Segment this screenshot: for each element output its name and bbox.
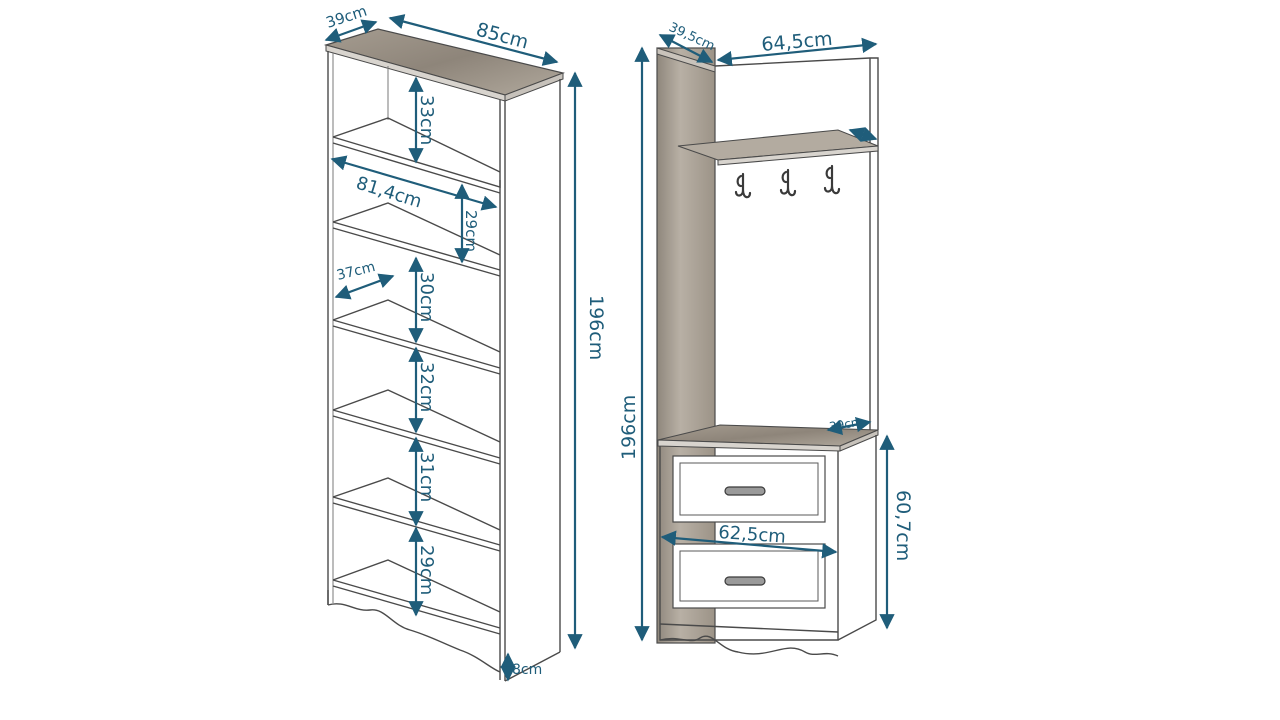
shelf-height-label-3: 30cm — [416, 272, 437, 322]
drawer-handle[interactable] — [724, 486, 766, 496]
inner-depth-label: 37cm — [335, 259, 377, 284]
plinth-height-label: 8cm — [512, 662, 542, 678]
drawer-top[interactable] — [672, 455, 826, 523]
bookcase-dimensions: 39cm 85cm 196cm 33cm 29cm 30cm 32cm 31cm… — [324, 2, 607, 682]
bench-width-label: 62,5cm — [718, 522, 787, 548]
shelf-height-label-1: 33cm — [416, 95, 437, 145]
hallway-width-label: 64,5cm — [761, 28, 834, 56]
shelf-height-label-4: 32cm — [416, 362, 437, 412]
bookcase — [323, 28, 566, 682]
drawer-handle[interactable] — [724, 576, 766, 586]
shelf-height-label-6: 29cm — [416, 545, 437, 595]
shelf-height-label-2: 29cm — [462, 210, 480, 252]
hallway-unit — [656, 47, 879, 657]
bench-height-label: 60,7cm — [892, 490, 914, 561]
bookcase-plinth — [327, 603, 501, 673]
hallway-height-label: 196cm — [618, 395, 640, 460]
bench-depth-label: 39cm — [828, 414, 863, 434]
hallway-back-panel — [714, 57, 879, 430]
bookcase-height-label: 196cm — [585, 295, 607, 360]
coat-hooks — [734, 164, 841, 199]
inner-width-label: 81,4cm — [354, 173, 425, 213]
bench-plinth — [659, 623, 839, 657]
drawer-bottom[interactable] — [672, 543, 826, 609]
hallway-dimensions: 39,5cm 64,5cm 196cm 39cm 60,7cm 62,5cm — [618, 20, 914, 642]
shelf-height-label-5: 31cm — [416, 452, 437, 502]
